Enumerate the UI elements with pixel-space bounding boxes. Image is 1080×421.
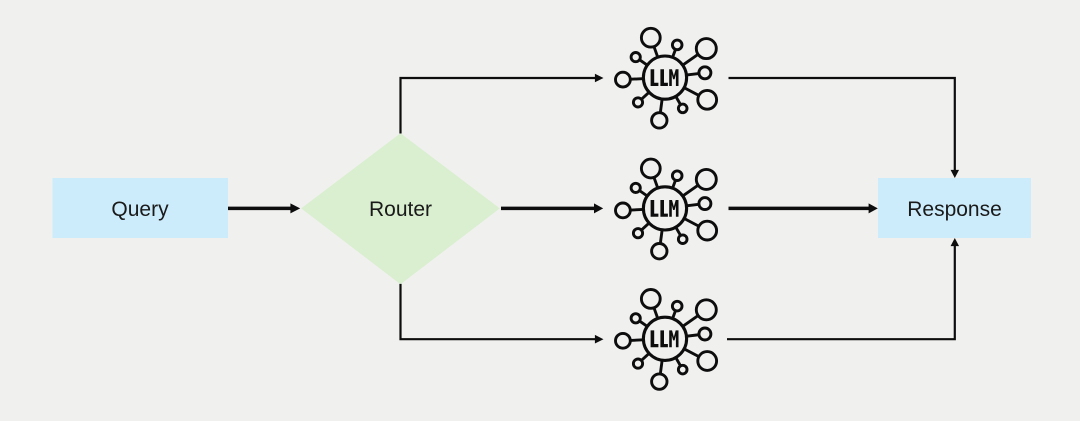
svg-text:Response: Response (907, 198, 1002, 221)
svg-text:Router: Router (369, 198, 432, 221)
svg-text:Query: Query (111, 198, 169, 221)
